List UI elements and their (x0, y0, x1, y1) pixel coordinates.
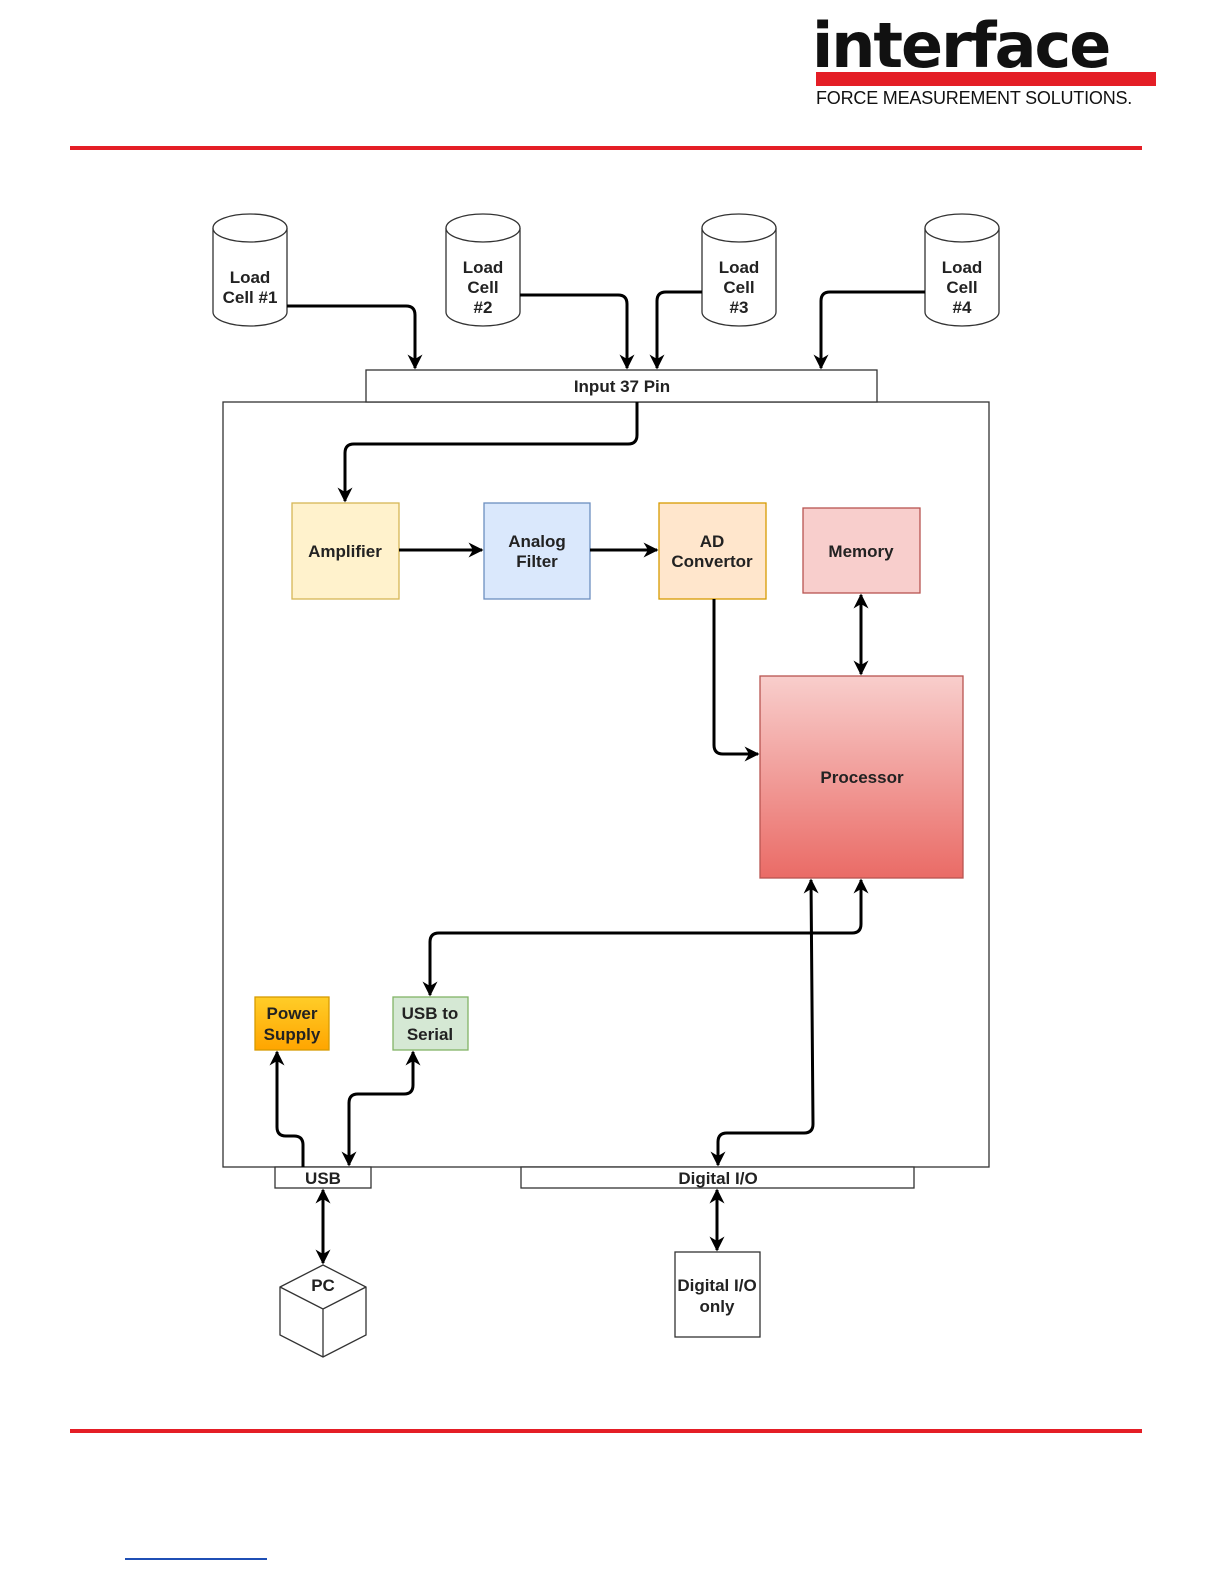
arrow-processor-usb-serial (430, 880, 861, 995)
digital-io-only-line-2: only (700, 1297, 735, 1316)
power-supply-line-2: Supply (264, 1025, 321, 1044)
ad-convertor-line-2: Convertor (671, 552, 753, 571)
load-cell-1-line-1: Load (230, 268, 271, 287)
load-cell-1-line-2: Cell #1 (223, 288, 278, 307)
arrow-processor-digital-io (718, 880, 813, 1165)
load-cell-4-line-3: #4 (953, 298, 972, 317)
digital-io-only-line-1: Digital I/O (677, 1276, 756, 1295)
load-cell-4: Load Cell #4 (925, 214, 999, 326)
usb-connector-label: USB (305, 1169, 341, 1188)
load-cell-2: Load Cell #2 (446, 214, 520, 326)
memory-label: Memory (828, 542, 894, 561)
arrow-load-cell-4-to-input (821, 292, 925, 368)
input-connector-label: Input 37 Pin (574, 377, 670, 396)
digital-io-connector-label: Digital I/O (678, 1169, 757, 1188)
load-cell-3-line-1: Load (719, 258, 760, 277)
load-cell-2-line-3: #2 (474, 298, 493, 317)
power-supply-line-1: Power (266, 1004, 317, 1023)
footer-link-underline[interactable] (125, 1558, 267, 1560)
arrow-load-cell-1-to-input (287, 306, 415, 368)
arrow-load-cell-3-to-input (657, 292, 702, 368)
processor-label: Processor (820, 768, 904, 787)
load-cell-2-line-2: Cell (467, 278, 498, 297)
arrow-ad-to-processor (714, 599, 758, 754)
analog-filter-line-2: Filter (516, 552, 558, 571)
usb-to-serial-line-1: USB to (402, 1004, 459, 1023)
arrow-input-to-amplifier (345, 402, 637, 501)
load-cell-2-line-1: Load (463, 258, 504, 277)
load-cell-3: Load Cell #3 (702, 214, 776, 326)
pc-cube: PC (280, 1265, 366, 1357)
pc-label: PC (311, 1276, 335, 1295)
amplifier-label: Amplifier (308, 542, 382, 561)
ad-convertor-block (659, 503, 766, 599)
load-cell-4-line-2: Cell (946, 278, 977, 297)
load-cell-3-line-3: #3 (730, 298, 749, 317)
arrow-usb-serial-usb (349, 1052, 413, 1165)
load-cell-1: Load Cell #1 (213, 214, 287, 326)
arrow-usb-to-power (277, 1052, 303, 1167)
analog-filter-block (484, 503, 590, 599)
load-cell-4-line-1: Load (942, 258, 983, 277)
ad-convertor-line-1: AD (700, 532, 725, 551)
arrow-load-cell-2-to-input (520, 295, 627, 368)
usb-to-serial-line-2: Serial (407, 1025, 453, 1044)
analog-filter-line-1: Analog (508, 532, 566, 551)
footer-rule (70, 1429, 1142, 1433)
load-cell-3-line-2: Cell (723, 278, 754, 297)
